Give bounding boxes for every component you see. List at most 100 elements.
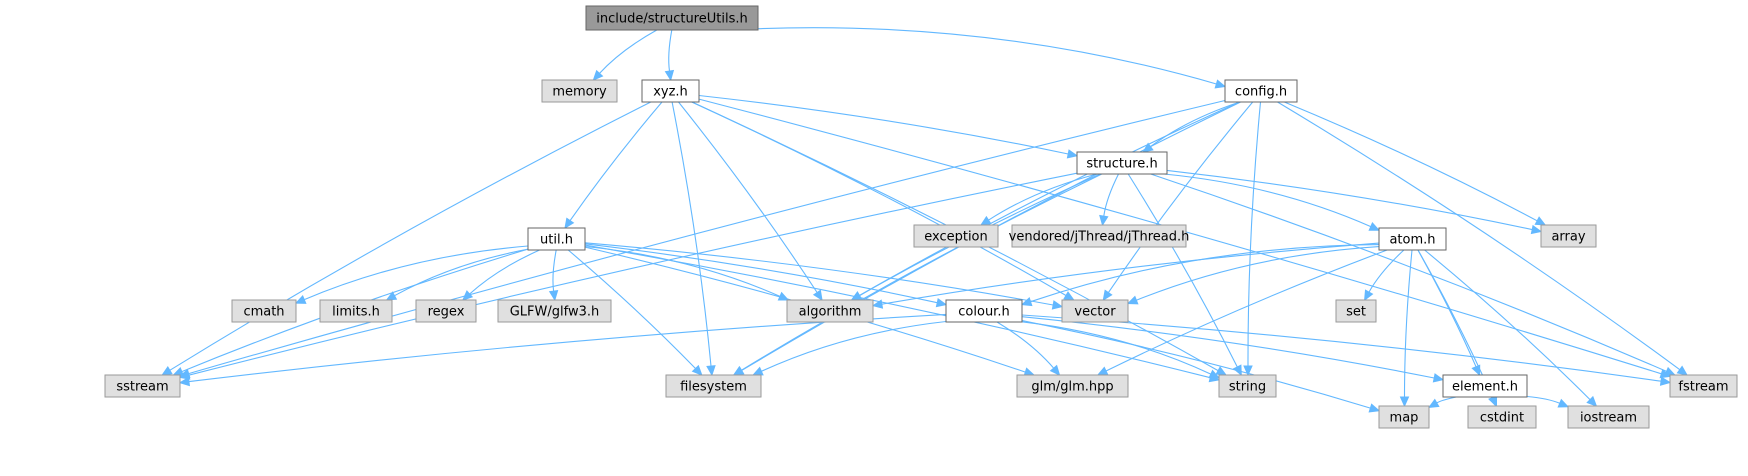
node-label-glfw: GLFW/glfw3.h [510, 305, 600, 320]
node-colour[interactable]: colour.h [945, 299, 1023, 323]
arrowhead-util-to-colour [935, 297, 948, 308]
node-jthread: vendored/jThread/jThread.h [1009, 224, 1190, 248]
arrowhead-config-to-structure [1142, 142, 1154, 153]
arrowhead-xyz-to-string [1215, 366, 1228, 376]
node-label-util: util.h [540, 233, 573, 248]
edge-colour-to-element [1021, 316, 1435, 379]
edge-colour-to-fstream [1021, 314, 1662, 382]
node-box-vector [1061, 299, 1129, 323]
node-map: map [1378, 405, 1430, 429]
edge-structure-to-sstream [188, 172, 1078, 376]
edge-element-to-iostream [1526, 395, 1560, 404]
node-box-colour [945, 299, 1023, 323]
arrowhead-colour-to-element [1432, 373, 1445, 383]
arrowhead-xyz-to-filesystem [706, 365, 716, 377]
arrowhead-colour-to-filesystem [752, 366, 764, 376]
edge-xyz-to-filesystem [671, 101, 712, 367]
arrowhead-util-to-regex [461, 290, 474, 301]
node-box-config [1224, 79, 1298, 103]
node-atom[interactable]: atom.h [1378, 227, 1447, 251]
node-label-cstdint: cstdint [1480, 411, 1524, 426]
edge-structureUtils-to-xyz [668, 29, 673, 72]
node-label-jthread: vendored/jThread/jThread.h [1009, 230, 1190, 245]
node-label-structure: structure.h [1086, 157, 1157, 172]
node-box-atom [1378, 227, 1447, 251]
edge-xyz-to-algorithm [678, 101, 818, 293]
node-element[interactable]: element.h [1442, 374, 1528, 398]
node-structureUtils[interactable]: include/structureUtils.h [585, 5, 759, 31]
arrowhead-colour-to-sstream [178, 376, 190, 387]
edge-xyz-to-util [569, 101, 663, 221]
arrowhead-util-to-filesystem [691, 364, 703, 376]
node-label-iostream: iostream [1580, 411, 1637, 426]
node-vector: vector [1061, 299, 1129, 323]
arrowhead-atom-to-glm [1096, 366, 1109, 376]
node-box-glfw [497, 299, 612, 323]
edge-atom-to-glm [1105, 249, 1388, 372]
node-algorithm: algorithm [786, 299, 874, 323]
edge-structure-to-array [1166, 169, 1533, 231]
arrowhead-structureUtils-to-memory [592, 69, 604, 81]
node-label-algorithm: algorithm [799, 305, 862, 320]
edge-config-to-fstream [1277, 101, 1681, 371]
edge-colour-to-filesystem [761, 320, 947, 372]
edge-structureUtils-to-memory [599, 29, 658, 74]
arrowhead-xyz-to-vector [1063, 291, 1075, 301]
node-box-array [1540, 224, 1597, 248]
node-cstdint: cstdint [1467, 405, 1537, 429]
node-glm: glm/glm.hpp [1016, 374, 1129, 398]
arrowhead-config-to-string [1243, 365, 1253, 377]
node-box-regex [415, 299, 477, 323]
arrowhead-structureUtils-to-xyz [664, 69, 675, 82]
node-box-iostream [1567, 405, 1650, 429]
edges-layer [161, 27, 1688, 413]
node-structure[interactable]: structure.h [1076, 151, 1168, 175]
node-box-cstdint [1467, 405, 1537, 429]
node-xyz[interactable]: xyz.h [641, 79, 700, 103]
edge-util-to-filesystem [567, 249, 696, 369]
edge-util-to-string [584, 244, 1211, 379]
node-box-algorithm [786, 299, 874, 323]
edge-util-to-limits [394, 248, 529, 297]
node-array: array [1540, 224, 1597, 248]
node-box-string [1218, 374, 1277, 398]
edge-element-to-map [1436, 396, 1457, 404]
node-label-vector: vector [1074, 305, 1116, 320]
edge-config-to-vector [1107, 101, 1254, 293]
arrowhead-util-to-vector [1051, 300, 1064, 310]
node-config[interactable]: config.h [1224, 79, 1298, 103]
edge-colour-to-glm [996, 321, 1055, 369]
arrowhead-atom-to-vector [1126, 295, 1139, 305]
node-label-colour: colour.h [958, 305, 1009, 320]
arrowhead-config-to-fstream [1676, 365, 1688, 376]
node-box-limits [319, 299, 393, 323]
node-box-util [527, 227, 586, 251]
arrowhead-util-to-limits [385, 291, 398, 301]
edge-structure-to-fstream [1150, 173, 1667, 372]
arrowhead-config-to-array [1534, 216, 1547, 226]
arrowhead-colour-to-map [1368, 403, 1381, 413]
node-box-sstream [104, 374, 181, 398]
node-label-regex: regex [428, 305, 465, 320]
node-label-fstream: fstream [1678, 380, 1728, 395]
arrowhead-colour-to-string [1208, 369, 1221, 379]
edge-util-to-vector [584, 242, 1054, 306]
arrowhead-structureUtils-to-config [1214, 79, 1227, 89]
arrowhead-colour-to-glm [1049, 364, 1061, 376]
edge-atom-to-map [1403, 249, 1413, 398]
edge-util-to-regex [469, 249, 540, 295]
arrowhead-xyz-to-sstream [161, 365, 173, 376]
node-box-glm [1016, 374, 1129, 398]
node-util[interactable]: util.h [527, 227, 586, 251]
arrowhead-structure-to-filesystem [732, 365, 745, 376]
node-string: string [1218, 374, 1277, 398]
edge-config-to-array [1284, 101, 1538, 222]
node-label-xyz: xyz.h [653, 85, 688, 100]
node-label-element: element.h [1452, 380, 1518, 395]
arrowhead-colour-to-fstream [1659, 376, 1672, 386]
node-box-fstream [1669, 374, 1738, 398]
node-iostream: iostream [1567, 405, 1650, 429]
node-label-sstream: sstream [116, 380, 168, 395]
